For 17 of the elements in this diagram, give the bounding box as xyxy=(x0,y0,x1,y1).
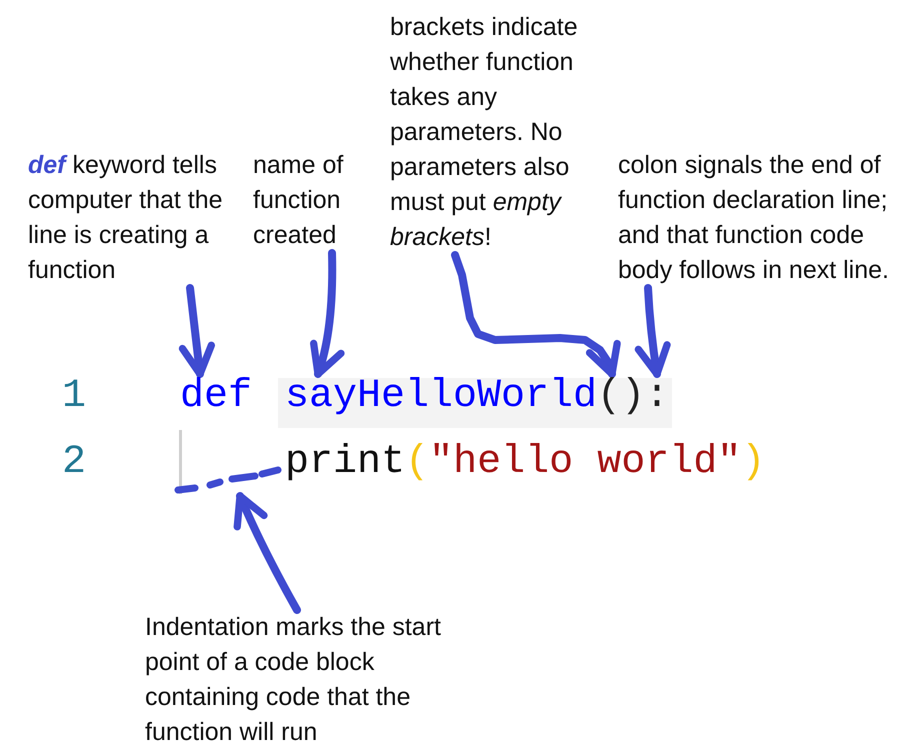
annotation: colon signals the end of function declaration line; and that function code body follows in next line. xyxy=(618,148,910,288)
parentheses: () xyxy=(597,374,646,420)
arrow xyxy=(634,284,671,378)
annotation: brackets indicate whether function takes any parameters. No parameters also must put empty brackets! xyxy=(390,10,600,255)
function-name: sayHelloWorld xyxy=(285,374,598,420)
code-line: print("hello world") xyxy=(285,440,766,486)
line-number: 1 xyxy=(62,374,86,420)
arrow xyxy=(234,492,301,614)
line-number: 2 xyxy=(62,440,86,486)
arrow xyxy=(309,249,344,378)
annotation: name of function created xyxy=(253,148,359,253)
code-keyword: def xyxy=(180,374,252,420)
annotation: def keyword tells computer that the line is creating a function xyxy=(28,148,246,288)
arrow xyxy=(178,284,215,378)
arrow xyxy=(451,251,621,378)
annotation: Indentation marks the start point of a code block containing code that the function will run xyxy=(145,610,475,750)
colon: : xyxy=(645,374,670,420)
